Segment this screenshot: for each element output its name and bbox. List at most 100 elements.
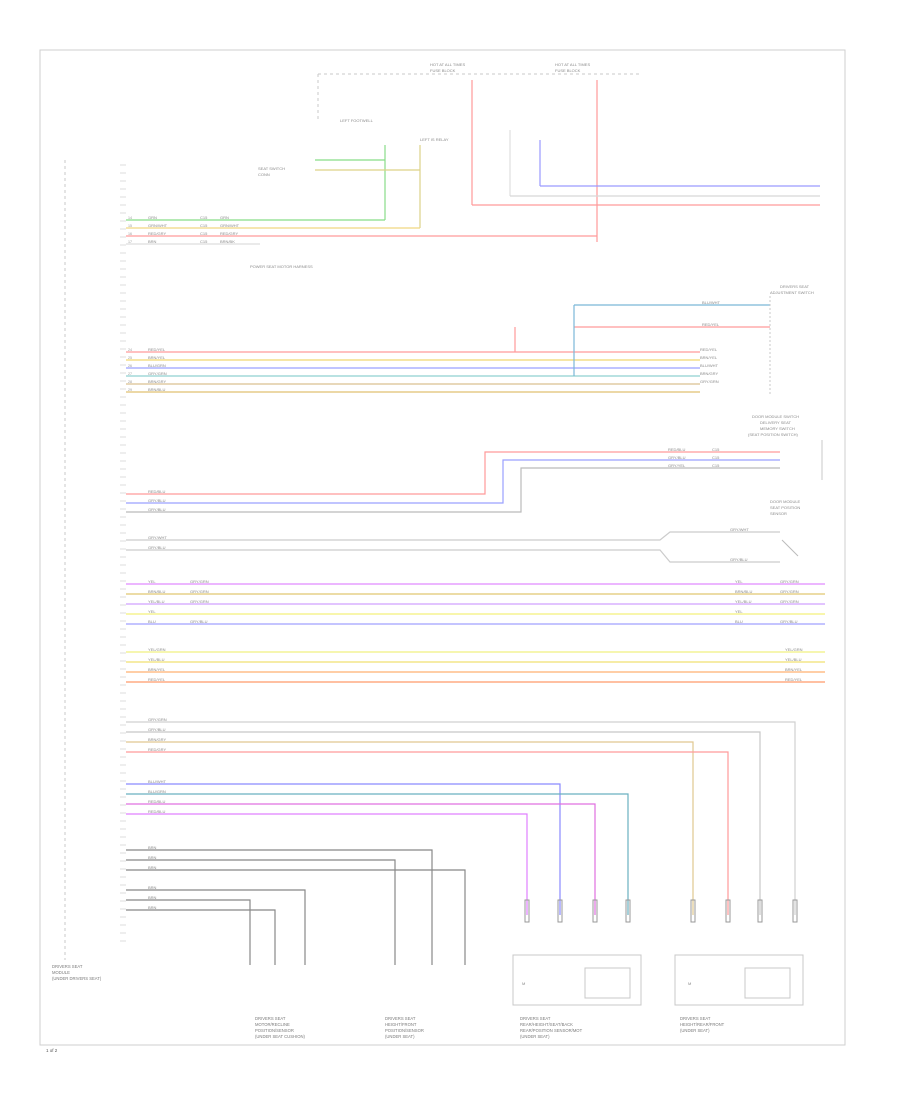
wire-dest: BRN/YEL <box>700 355 718 360</box>
wire-dest: YEL <box>735 579 743 584</box>
wire-dest: BRN/BK <box>220 239 235 244</box>
connector-pin <box>690 899 696 923</box>
connector-block-right <box>674 954 804 1006</box>
wire-dest: RED/YEL <box>700 347 718 352</box>
relay-label: LEFT IS RELAY <box>420 137 449 142</box>
wire-label: RED/YEL <box>148 347 166 352</box>
wire-harness <box>126 219 825 965</box>
wire-group3 <box>126 451 780 495</box>
wire-label: BRN/BLU <box>148 589 165 594</box>
wire-label: RED/GRY <box>148 747 166 752</box>
bottom-component-label: POSITION/SENSOR <box>255 1028 294 1033</box>
wire-label: BRN <box>148 239 157 244</box>
bottom-component-label: (UNDER SEAT) <box>680 1028 710 1033</box>
wire-label: BRN <box>148 895 157 900</box>
group3-sub: DOOR MODULE SEAT POSITION SENSOR <box>770 499 801 516</box>
wire-dest: RED/GRY <box>220 231 238 236</box>
wire-group7 <box>126 813 528 915</box>
pin-number: 17 <box>128 240 132 244</box>
pin-number: 25 <box>128 356 132 360</box>
wire-code: C15 <box>712 447 720 452</box>
wire-label: BLU/GRN <box>148 363 166 368</box>
wire-label: BLU/WHT <box>702 300 721 305</box>
wire-group7 <box>126 783 561 915</box>
wire-code: C15 <box>200 231 208 236</box>
svg-text:FUSE BLOCK: FUSE BLOCK <box>555 68 581 73</box>
wire-group6 <box>126 751 729 915</box>
wire-label: GRY/BLU <box>148 507 166 512</box>
svg-text:HOT AT ALL TIMES: HOT AT ALL TIMES <box>555 62 590 67</box>
wire-dest: GRY/YEL <box>668 463 686 468</box>
wire-label: GRY/GRN <box>190 579 209 584</box>
connector-pin <box>592 899 598 923</box>
bottom-component-label: REAR/HEIGHT/SEAT/BACK <box>520 1022 573 1027</box>
wire-label: GRY/GRN <box>148 717 167 722</box>
wire-label: GRY/GRN <box>190 589 209 594</box>
wire-label: BRN <box>148 905 157 910</box>
connector-pin <box>625 899 631 923</box>
wire-dest: BLU <box>735 619 743 624</box>
wire-dest: RED/BLU <box>668 447 685 452</box>
pin-number: 28 <box>128 380 132 384</box>
motor-label: M <box>688 981 691 986</box>
wire-group8 <box>126 889 306 965</box>
wire-group3 <box>126 467 780 513</box>
pin-number: 26 <box>128 364 132 368</box>
bottom-component-label: (UNDER SEAT) <box>385 1034 415 1039</box>
wire-label: YEL/BLU <box>148 599 165 604</box>
wire-dest: BRN/BLU <box>735 589 752 594</box>
wire-label: BRN/GRY <box>148 737 166 742</box>
wire-dest: GRN <box>220 215 229 220</box>
svg-text:(UNDER DRIVERS SEAT): (UNDER DRIVERS SEAT) <box>52 976 102 981</box>
wire-label: GRY/GRN <box>190 599 209 604</box>
wire-switch <box>126 549 780 563</box>
wire-dest: RED/YEL <box>785 677 803 682</box>
harness-note: POWER SEAT MOTOR HARNESS <box>250 264 313 269</box>
wire-label: YEL/BLU <box>148 657 165 662</box>
connector-pin <box>725 899 731 923</box>
wire-group8 <box>126 869 466 965</box>
wire-dest: BRN/GRY <box>700 371 718 376</box>
wire-label: BRN <box>148 865 157 870</box>
wire-label: BLU/WHT <box>148 779 167 784</box>
wire-label: YEL <box>148 579 156 584</box>
bottom-component-label: HEIGHT/REAR/FRONT <box>680 1022 725 1027</box>
bottom-component-label: (UNDER SEAT) <box>520 1034 550 1039</box>
wire-dest: GRY/GRN <box>780 599 799 604</box>
wire-dest: GRY/GRN <box>780 579 799 584</box>
pin-number: 14 <box>128 216 132 220</box>
wire-label: RED/BLU <box>148 799 165 804</box>
svg-text:HOT AT ALL TIMES: HOT AT ALL TIMES <box>430 62 465 67</box>
motor-box-left <box>584 967 631 999</box>
pin-number: 24 <box>128 348 132 352</box>
bottom-component-label: DRIVERS SEAT <box>255 1016 286 1021</box>
diagram-border <box>39 49 846 1046</box>
wire-label: GRY/GRN <box>148 371 167 376</box>
wire-code: C15 <box>712 455 720 460</box>
wire-label: BRN/YEL <box>148 355 166 360</box>
connector-pin <box>757 899 763 923</box>
connector-pin <box>792 899 798 923</box>
wire-dest: YEL <box>735 609 743 614</box>
wire-group8 <box>126 899 251 965</box>
wire-label: BRN <box>148 855 157 860</box>
bottom-component-label: DRIVERS SEAT <box>520 1016 551 1021</box>
wire-label: BRN/GRY <box>148 379 166 384</box>
wire-label: BRN/YEL <box>148 667 166 672</box>
wire-label: BLU <box>148 619 156 624</box>
wire-code: C15 <box>200 239 208 244</box>
wire-dest: GRY/BLU <box>730 557 748 562</box>
seat-module-label: DRIVERS SEAT MODULE (UNDER DRIVERS SEAT) <box>52 964 102 981</box>
wire-dest: GRY/GRN <box>700 379 719 384</box>
connector-pin <box>557 899 563 923</box>
svg-text:DRIVERS SEAT: DRIVERS SEAT <box>780 284 810 289</box>
wire-group8 <box>126 909 276 965</box>
wire-label: RED/YEL <box>148 677 166 682</box>
svg-text:FUSE BLOCK: FUSE BLOCK <box>430 68 456 73</box>
wire-dest: YEL/BLU <box>785 657 802 662</box>
wire-dest: BRN/YEL <box>785 667 803 672</box>
wire-group7 <box>126 793 629 915</box>
pin-number: 15 <box>128 224 132 228</box>
